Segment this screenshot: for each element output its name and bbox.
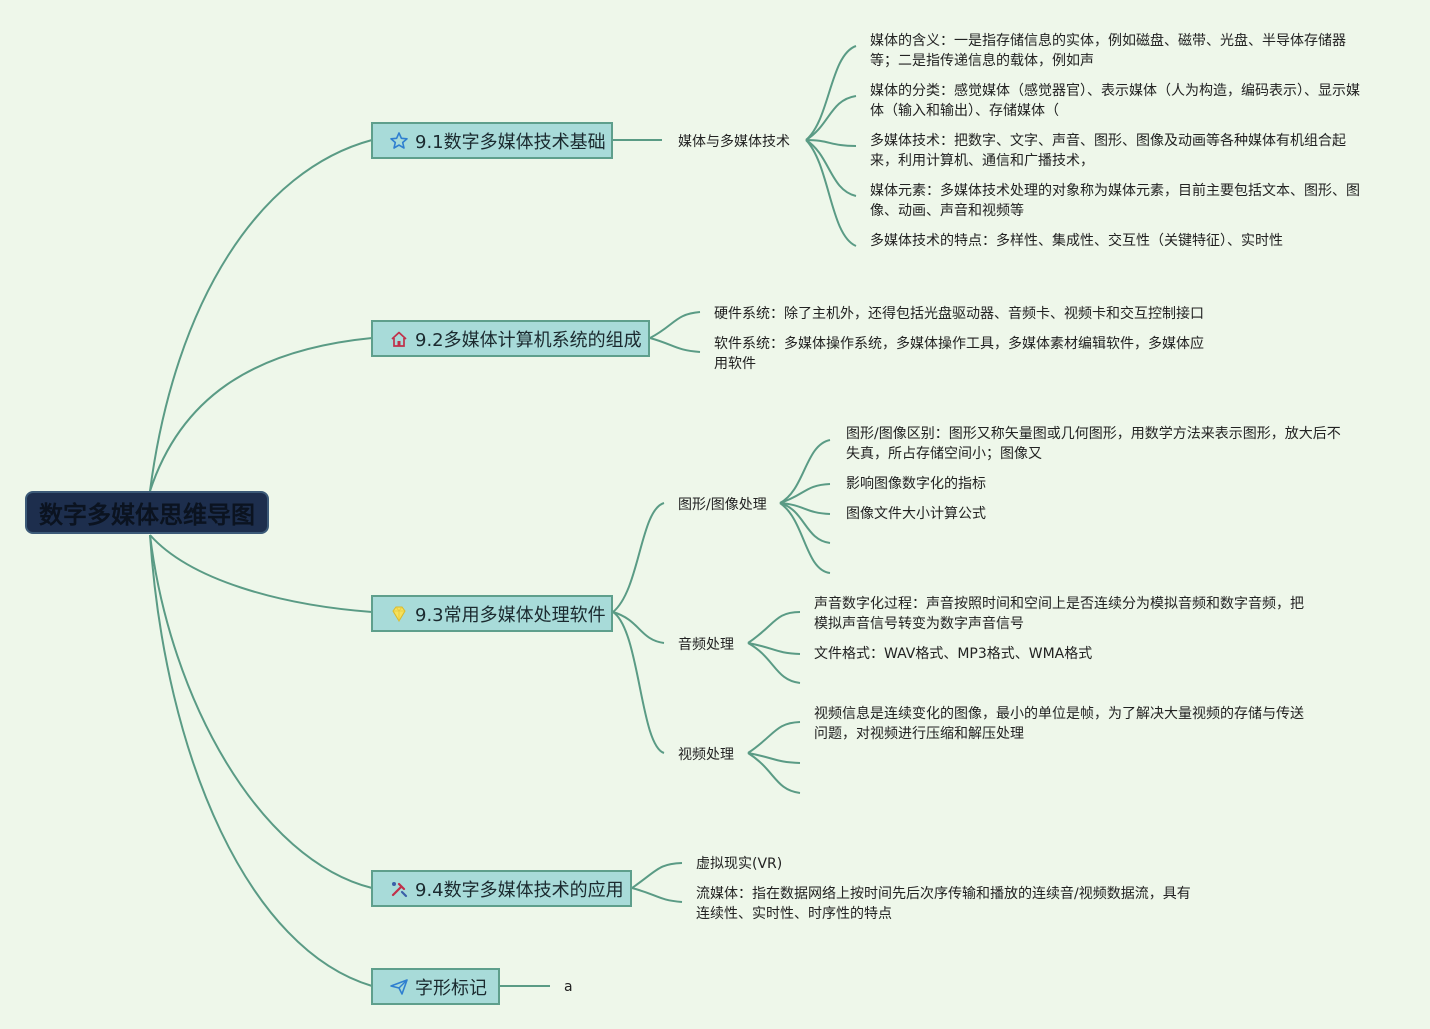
leaf-image-3[interactable]: 图像文件大小计算公式 <box>846 506 986 522</box>
leaf-video-1[interactable]: 视频信息是连续变化的图像，最小的单位是帧，为了解决大量视频的存储与传送问题，对视… <box>814 706 1304 742</box>
link-image-leaf-3 <box>779 502 831 515</box>
leaf-t1-1[interactable]: 媒体的含义：一是指存储信息的实体，例如磁盘、磁带、光盘、半导体存储器等；二是指传… <box>870 33 1346 69</box>
topic-9-4[interactable]: 9.4数字多媒体技术的应用 <box>371 870 632 907</box>
leaf-audio-2[interactable]: 文件格式：WAV格式、MP3格式、WMA格式 <box>814 646 1093 662</box>
link-audio-empty-1 <box>747 642 801 684</box>
leaf-t1-4[interactable]: 媒体元素：多媒体技术处理的对象称为媒体元素，目前主要包括文本、图形、图像、动画、… <box>870 183 1360 219</box>
link-t4-leaf-2 <box>631 887 683 903</box>
root-topic[interactable]: 数字多媒体思维导图 <box>25 491 269 534</box>
link-video-empty-1 <box>747 752 801 764</box>
root-topic-label: 数字多媒体思维导图 <box>39 501 255 529</box>
link-t1-leaf-3 <box>805 139 857 147</box>
link-image-leaf-1 <box>779 439 831 504</box>
link-t1-leaf-1 <box>805 45 857 141</box>
link-root-t1 <box>149 139 373 492</box>
topic-9-3-label: 9.3常用多媒体处理软件 <box>415 604 606 626</box>
subtopic-media[interactable]: 媒体与多媒体技术 <box>678 134 790 150</box>
leaf-t1-2[interactable]: 媒体的分类：感觉媒体（感觉器官）、表示媒体（人为构造，编码表示）、显示媒体（输入… <box>870 83 1360 119</box>
link-t4-leaf-1 <box>631 862 683 889</box>
diamond-icon <box>392 606 406 622</box>
topic-9-1-label: 9.1数字多媒体技术基础 <box>415 131 606 153</box>
link-t3-image <box>612 502 665 613</box>
topic-9-2-label: 9.2多媒体计算机系统的组成 <box>415 329 642 351</box>
subtopic-image[interactable]: 图形/图像处理 <box>678 497 767 513</box>
leaf-audio-1[interactable]: 声音数字化过程：声音按照时间和空间上是否连续分为模拟音频和数字音频，把模拟声音信… <box>814 596 1304 632</box>
leaf-image-2[interactable]: 影响图像数字化的指标 <box>846 476 986 492</box>
house-icon <box>391 331 407 347</box>
link-t1-leaf-2 <box>805 95 857 141</box>
link-root-t2 <box>149 337 373 492</box>
link-t3-audio <box>612 611 665 644</box>
link-audio-leaf-2 <box>747 642 801 655</box>
subtopic-video[interactable]: 视频处理 <box>678 747 734 763</box>
topic-9-4-label: 9.4数字多媒体技术的应用 <box>415 879 624 901</box>
leaf-image-1[interactable]: 图形/图像区别：图形又称矢量图或几何图形，用数学方法来表示图形，放大后不失真，所… <box>846 426 1341 462</box>
link-image-leaf-2 <box>779 483 831 504</box>
link-t2-leaf-2 <box>649 337 701 353</box>
link-image-empty-2 <box>779 502 831 574</box>
link-audio-leaf-1 <box>747 611 801 644</box>
leaf-t4-1[interactable]: 虚拟现实(VR) <box>696 856 783 872</box>
star-icon <box>390 131 408 149</box>
leaf-t5-1[interactable]: a <box>564 979 573 995</box>
leaf-t1-5[interactable]: 多媒体技术的特点：多样性、集成性、交互性（关键特征）、实时性 <box>870 233 1283 249</box>
link-t2-leaf-1 <box>649 311 701 339</box>
topic-9-1[interactable]: 9.1数字多媒体技术基础 <box>371 122 613 159</box>
link-t3-video <box>612 611 665 754</box>
link-video-leaf-1 <box>747 721 801 754</box>
leaf-t2-2[interactable]: 软件系统：多媒体操作系统，多媒体操作工具，多媒体素材编辑软件，多媒体应用软件 <box>714 336 1204 372</box>
link-root-t3 <box>149 534 373 613</box>
paper-plane-icon <box>390 978 408 995</box>
leaf-t1-3[interactable]: 多媒体技术：把数字、文字、声音、图形、图像及动画等各种媒体有机组合起来，利用计算… <box>870 133 1346 169</box>
tools-icon <box>391 881 408 897</box>
link-t1-leaf-4 <box>805 139 857 197</box>
topic-glyph-mark-label: 字形标记 <box>415 977 487 999</box>
link-image-empty-1 <box>779 502 831 544</box>
link-video-empty-2 <box>747 752 801 794</box>
leaf-t2-1[interactable]: 硬件系统：除了主机外，还得包括光盘驱动器、音频卡、视频卡和交互控制接口 <box>714 306 1204 322</box>
topic-9-2[interactable]: 9.2多媒体计算机系统的组成 <box>371 320 650 357</box>
topic-9-3[interactable]: 9.3常用多媒体处理软件 <box>371 595 613 632</box>
link-t1-leaf-5 <box>805 139 857 247</box>
subtopic-audio[interactable]: 音频处理 <box>678 637 734 653</box>
link-root-t5 <box>149 534 373 987</box>
leaf-t4-2[interactable]: 流媒体：指在数据网络上按时间先后次序传输和播放的连续音/视频数据流，具有连续性、… <box>696 886 1191 922</box>
topic-glyph-mark[interactable]: 字形标记 <box>371 968 500 1005</box>
link-root-t4 <box>149 534 373 889</box>
